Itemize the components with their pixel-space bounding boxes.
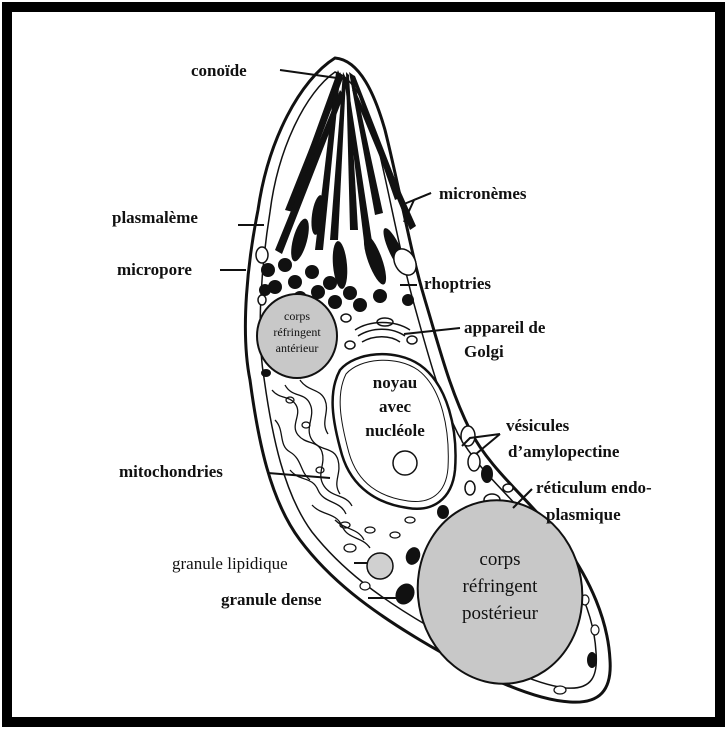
label-mitochondries: mitochondries: [119, 462, 223, 481]
label-appareil-line1: appareil de: [464, 318, 546, 337]
nucleolus: [393, 451, 417, 475]
cra-line1: corps: [284, 309, 310, 323]
crp-line2: réfringent: [463, 576, 539, 597]
anterior-refractile-body: corps réfringent antérieur: [257, 294, 337, 378]
label-plasmaleme: plasmalème: [112, 208, 198, 227]
cra-line3: antérieur: [276, 341, 319, 355]
label-reticulum-line1: réticulum endo-: [536, 478, 652, 497]
label-conoide: conoïde: [191, 61, 247, 80]
nucleus-line2: avec: [379, 397, 412, 416]
label-rhoptries: rhoptries: [424, 274, 491, 293]
label-granule-lipidique: granule lipidique: [172, 554, 288, 573]
label-reticulum-line2: plasmique: [546, 505, 621, 524]
label-vesicules-line2: d’amylopectine: [508, 442, 620, 461]
cra-line2: réfringent: [273, 325, 321, 339]
lipid-granule: [367, 553, 393, 579]
label-appareil-line2: Golgi: [464, 342, 504, 361]
nucleus-line3: nucléole: [365, 421, 425, 440]
label-micronemes: micronèmes: [439, 184, 527, 203]
label-micropore: micropore: [117, 260, 192, 279]
nucleus-line1: noyau: [373, 373, 417, 392]
crp-line1: corps: [479, 549, 520, 570]
label-vesicules-line1: vésicules: [506, 416, 570, 435]
crp-line3: postérieur: [462, 603, 539, 624]
label-granule-dense: granule dense: [221, 590, 322, 609]
